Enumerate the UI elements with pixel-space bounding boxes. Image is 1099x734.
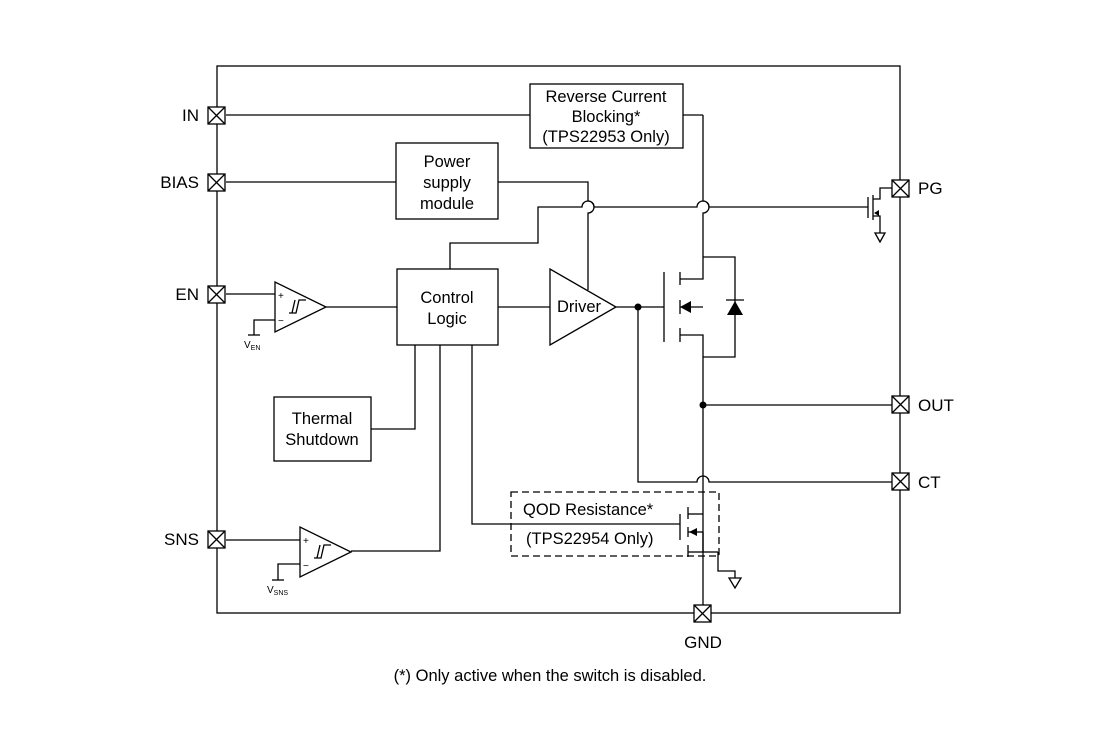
svg-text:Power: Power <box>424 153 471 171</box>
pin-pg: PG <box>891 179 943 198</box>
svg-text:+: + <box>278 291 284 302</box>
svg-text:Thermal: Thermal <box>292 410 353 428</box>
svg-text:Control: Control <box>420 289 473 307</box>
svg-text:Reverse Current: Reverse Current <box>545 88 666 106</box>
power-supply-block: Power supply module <box>395 142 499 220</box>
svg-text:PG: PG <box>918 179 943 198</box>
sns-comparator: + − <box>299 525 353 579</box>
svg-text:module: module <box>420 195 474 213</box>
svg-text:OUT: OUT <box>918 396 954 415</box>
body-diode <box>726 299 744 315</box>
svg-text:IN: IN <box>182 106 199 125</box>
svg-text:(TPS22953 Only): (TPS22953 Only) <box>542 128 669 146</box>
wires <box>226 114 892 613</box>
v-sns-label: VSNS <box>267 585 288 597</box>
svg-text:QOD Resistance*: QOD Resistance* <box>523 501 654 519</box>
svg-text:(TPS22954 Only): (TPS22954 Only) <box>526 530 653 548</box>
pin-bias: BIAS <box>160 173 226 192</box>
svg-text:GND: GND <box>684 633 722 652</box>
svg-text:SNS: SNS <box>164 530 199 549</box>
junction-dot <box>699 401 707 409</box>
svg-text:−: − <box>303 561 309 572</box>
pin-in: IN <box>182 106 226 125</box>
pin-en: EN <box>175 285 226 304</box>
svg-text:BIAS: BIAS <box>160 173 199 192</box>
junction-dot <box>634 303 642 311</box>
ground-icon <box>727 577 743 590</box>
driver-block: Driver <box>549 267 618 347</box>
qod-block: QOD Resistance* (TPS22954 Only) <box>510 491 720 557</box>
pin-out: OUT <box>891 395 954 415</box>
svg-text:Driver: Driver <box>557 298 602 316</box>
power-mosfet <box>663 272 703 342</box>
pin-sns: SNS <box>164 530 226 549</box>
svg-text:Blocking*: Blocking* <box>572 108 641 126</box>
svg-text:supply: supply <box>423 174 471 192</box>
svg-text:CT: CT <box>918 473 941 492</box>
pin-gnd: GND <box>684 604 722 652</box>
device-boundary <box>216 65 901 614</box>
svg-text:−: − <box>278 316 284 327</box>
svg-text:Shutdown: Shutdown <box>285 431 358 449</box>
svg-text:Logic: Logic <box>427 310 466 328</box>
pin-ct: CT <box>891 472 941 492</box>
control-logic-block: Control Logic <box>396 268 499 346</box>
svg-text:+: + <box>303 536 309 547</box>
reverse-current-block: Reverse Current Blocking* (TPS22953 Only… <box>529 83 684 149</box>
footnote: (*) Only active when the switch is disab… <box>394 667 707 685</box>
v-en-label: VEN <box>244 340 260 352</box>
thermal-shutdown-block: Thermal Shutdown <box>273 396 372 462</box>
svg-text:EN: EN <box>175 285 199 304</box>
pg-fet <box>867 187 892 244</box>
en-comparator: + − <box>274 280 328 334</box>
qod-mosfet <box>679 507 704 557</box>
